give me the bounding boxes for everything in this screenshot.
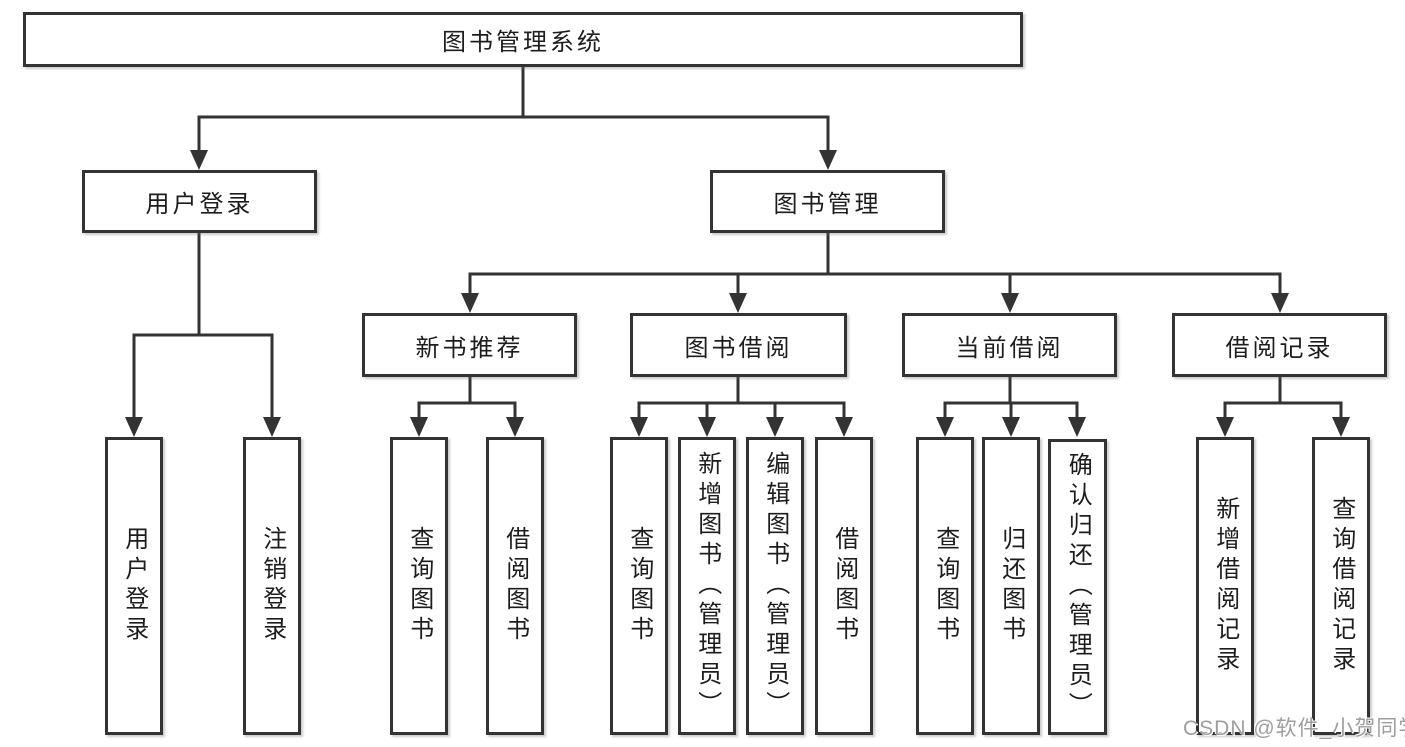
arrowhead <box>936 417 954 437</box>
arrowhead <box>1068 417 1086 437</box>
node-new-book-recommend-label: 新书推荐 <box>415 334 524 362</box>
node-current-borrow: 当前借阅 <box>902 313 1117 377</box>
leaf-return-book-label: 归还图书 <box>997 526 1025 646</box>
arrowhead <box>506 417 524 437</box>
node-borrow-record: 借阅记录 <box>1172 313 1387 377</box>
connector-new-book-recommend <box>417 376 517 423</box>
node-root-label: 图书管理系统 <box>442 29 604 56</box>
leaf-borrow-book-label: 借阅图书 <box>830 526 858 646</box>
arrowhead <box>1216 417 1234 437</box>
leaf-edit-book-admin-label: 编辑图书（管理员） <box>761 451 789 721</box>
leaf-user-login: 用户登录 <box>105 437 163 735</box>
leaf-current-query-book-label: 查询图书 <box>931 526 959 646</box>
leaf-add-book-admin-label: 新增图书（管理员） <box>693 451 721 721</box>
arrowhead <box>461 293 479 313</box>
node-book-borrow: 图书借阅 <box>630 313 847 377</box>
leaf-query-borrow-record: 查询借阅记录 <box>1312 437 1370 735</box>
leaf-add-book-admin: 新增图书（管理员） <box>678 437 736 735</box>
arrowheads <box>125 150 1350 437</box>
leaf-recommend-borrow-book-label: 借阅图书 <box>501 526 529 646</box>
arrowhead <box>1001 293 1019 313</box>
leaf-query-borrow-record-label: 查询借阅记录 <box>1327 496 1355 676</box>
node-book-management: 图书管理 <box>710 170 945 233</box>
arrowhead <box>630 417 648 437</box>
leaf-add-borrow-record-label: 新增借阅记录 <box>1211 496 1239 676</box>
leaf-recommend-borrow-book: 借阅图书 <box>486 437 544 735</box>
connector-book-management <box>468 232 1282 299</box>
arrowhead <box>1002 417 1020 437</box>
node-book-borrow-label: 图书借阅 <box>684 334 793 362</box>
node-current-borrow-label: 当前借阅 <box>955 334 1064 362</box>
arrowhead <box>190 150 208 170</box>
leaf-borrow-query-book: 查询图书 <box>610 437 668 735</box>
leaf-logout-label: 注销登录 <box>258 526 286 646</box>
connector-borrow-record <box>1223 376 1343 423</box>
node-user-login: 用户登录 <box>82 170 317 233</box>
leaf-user-login-label: 用户登录 <box>120 526 148 646</box>
connector-book-borrow <box>637 376 846 423</box>
connector-root <box>197 66 830 156</box>
leaf-borrow-query-book-label: 查询图书 <box>625 526 653 646</box>
leaf-recommend-query-book: 查询图书 <box>390 437 448 735</box>
arrowhead <box>410 417 428 437</box>
leaf-logout: 注销登录 <box>243 437 301 735</box>
arrowhead <box>729 293 747 313</box>
arrowhead <box>766 417 784 437</box>
leaf-add-borrow-record: 新增借阅记录 <box>1196 437 1254 735</box>
arrowhead <box>835 417 853 437</box>
leaf-edit-book-admin: 编辑图书（管理员） <box>746 437 804 735</box>
csdn-watermark: CSDN @软件_小贺同学 <box>1183 717 1405 740</box>
node-borrow-record-label: 借阅记录 <box>1225 334 1334 362</box>
arrowhead <box>698 417 716 437</box>
arrowhead <box>1332 417 1350 437</box>
arrowhead <box>1271 293 1289 313</box>
arrowhead <box>125 417 143 437</box>
leaf-borrow-book: 借阅图书 <box>815 437 873 735</box>
node-user-login-label: 用户登录 <box>145 191 254 218</box>
connector-user-login <box>132 232 274 423</box>
leaf-confirm-return-admin: 确认归还（管理员） <box>1048 439 1107 735</box>
leaf-return-book: 归还图书 <box>982 437 1040 735</box>
node-new-book-recommend: 新书推荐 <box>362 313 577 377</box>
node-root: 图书管理系统 <box>23 12 1023 67</box>
leaf-current-query-book: 查询图书 <box>916 437 974 735</box>
leaf-recommend-query-book-label: 查询图书 <box>405 526 433 646</box>
arrowhead <box>263 417 281 437</box>
leaf-confirm-return-admin-label: 确认归还（管理员） <box>1064 452 1092 722</box>
node-book-management-label: 图书管理 <box>773 191 882 218</box>
connector-current-borrow <box>943 376 1079 423</box>
arrowhead <box>819 150 837 170</box>
